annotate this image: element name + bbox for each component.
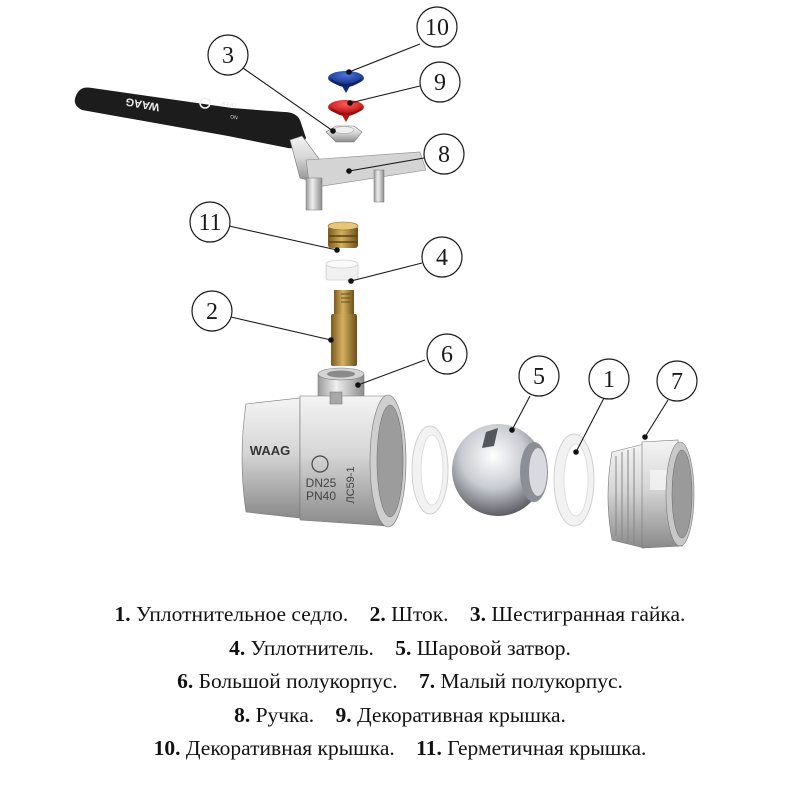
legend-line: 8. Ручка. 9. Декоративная крышка. [0,699,800,733]
parts-legend: 1. Уплотнительное седло. 2. Шток. 3. Шес… [0,598,800,766]
handle-part: WAAG OPEN NO [74,87,427,211]
svg-text:2: 2 [206,299,218,325]
handle-closed-text: NO [230,113,239,120]
legend-item-3: 3. Шестигранная гайка. [470,602,686,626]
callout-8: 8 [423,133,465,175]
svg-text:1: 1 [603,367,615,393]
legend-text: Малый полукорпус. [440,669,623,693]
handle-logo-icon [199,97,211,109]
legend-number: 10. [153,736,181,760]
legend-item-2: 2. Шток. [370,602,449,626]
legend-number: 8. [234,702,251,727]
small-body-half-part [607,439,695,549]
legend-text: Большой полукорпус. [198,669,398,693]
legend-number: 9. [335,702,352,727]
legend-number: 3. [469,602,487,626]
callout-3: 3 [207,34,249,76]
decorative-cap-red-part [328,100,364,122]
svg-text:10: 10 [425,15,449,41]
legend-item-5: 5. Шаровой затвор. [395,636,571,660]
handle-leg-right [373,169,385,203]
legend-text: Декоративная крышка. [357,702,566,727]
large-body-half-part: WAAG DN25 PN40 ЛС59-1 [241,367,407,528]
callout-9: 9 [419,61,461,103]
legend-text: Герметичная крышка. [447,736,647,760]
legend-item-9: 9. Декоративная крышка. [336,703,566,727]
legend-item-4: 4. Уплотнитель. [229,636,374,660]
legend-line: 6. Большой полукорпус. 7. Малый полукорп… [0,665,800,699]
legend-text: Уплотнительное седло. [136,602,349,626]
ball-part [452,424,548,516]
body-size-text: DN25 [306,476,337,490]
body-brand-text: WAAG [250,443,290,458]
legend-number: 11. [416,736,442,760]
body-pressure-text: PN40 [306,489,336,503]
legend-line: 4. Уплотнитель. 5. Шаровой затвор. [0,632,800,666]
callout-6: 6 [426,333,468,375]
callout-10: 10 [416,6,458,48]
callout-4: 4 [421,236,463,278]
svg-text:5: 5 [533,364,545,390]
callout-1: 1 [588,358,630,400]
legend-number: 5. [395,635,412,660]
decorative-cap-blue-part [328,71,364,93]
body-material-text: ЛС59-1 [345,466,357,503]
legend-number: 1. [114,602,131,626]
svg-text:7: 7 [671,369,683,395]
svg-text:3: 3 [222,43,234,69]
handle-brand-text: WAAG [125,95,161,113]
certification-mark-icon [311,455,329,473]
legend-item-6: 6. Большой полукорпус. [177,669,398,693]
handle-grip [74,87,306,149]
svg-text:6: 6 [441,342,453,368]
legend-text: Шток. [391,602,449,626]
seat-ring-part [553,433,595,527]
handle-leg-left [305,177,323,211]
legend-line: 10. Декоративная крышка. 11. Герметичная… [0,732,800,766]
callout-5: 5 [518,355,560,397]
callout-7: 7 [656,360,698,402]
legend-number: 7. [419,669,436,693]
svg-text:9: 9 [434,70,446,96]
legend-item-8: 8. Ручка. [234,703,314,727]
callout-11: 11 [189,201,231,243]
legend-text: Декоративная крышка. [185,736,395,760]
stem-seal-part [325,259,359,281]
legend-number: 6. [177,669,194,693]
legend-text: Шаровой затвор. [416,635,571,660]
legend-item-7: 7. Малый полукорпус. [419,669,623,693]
sealing-cap-part [327,221,359,248]
svg-text:11: 11 [198,210,221,236]
hex-nut-part [325,125,363,143]
seat-ring-left-part [411,425,449,515]
legend-text: Ручка. [255,702,315,727]
legend-item-11: 11. Герметичная крышка. [416,736,646,760]
stem-part [331,290,357,366]
svg-text:4: 4 [436,245,448,271]
legend-text: Уплотнитель. [250,635,374,660]
legend-line: 1. Уплотнительное седло. 2. Шток. 3. Шес… [0,598,800,632]
legend-item-1: 1. Уплотнительное седло. [115,602,349,626]
handle-bracket [305,151,427,189]
legend-number: 4. [229,635,246,660]
legend-text: Шестигранная гайка. [491,602,686,626]
legend-number: 2. [369,602,386,626]
svg-text:8: 8 [438,142,450,168]
callout-leaders [228,43,669,455]
callout-2: 2 [191,290,233,332]
legend-item-10: 10. Декоративная крышка. [154,736,395,760]
valve-exploded-diagram: WAAG OPEN NO [74,6,698,549]
handle-open-text: OPEN [221,100,236,108]
